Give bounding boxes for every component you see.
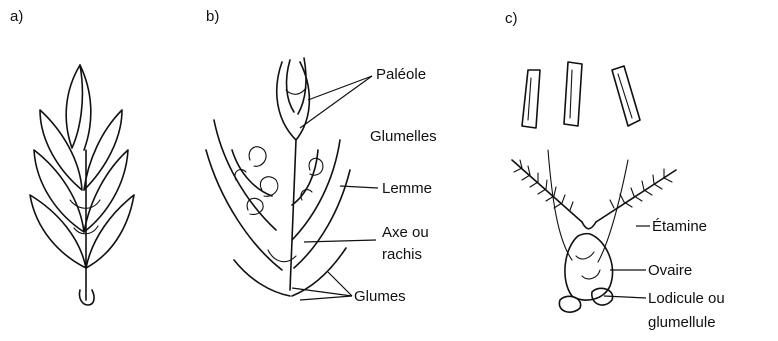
label-paleole: Paléole [376, 66, 426, 83]
label-lemme: Lemme [382, 180, 432, 197]
label-etamine: Étamine [652, 218, 707, 235]
panel-label-c: c) [505, 10, 518, 27]
label-glumes: Glumes [354, 288, 406, 305]
label-glumelles: Glumelles [370, 128, 437, 145]
label-axe-line2: rachis [382, 246, 422, 263]
spikelet-a-drawing [30, 65, 134, 305]
label-lodicule-line2: glumellule [648, 314, 716, 331]
label-axe-line1: Axe ou [382, 224, 429, 241]
panel-label-a: a) [10, 8, 23, 25]
label-ovaire: Ovaire [648, 262, 692, 279]
panel-label-b: b) [206, 8, 219, 25]
spikelet-b-drawing [206, 58, 378, 300]
label-lodicule-line1: Lodicule ou [648, 290, 725, 307]
